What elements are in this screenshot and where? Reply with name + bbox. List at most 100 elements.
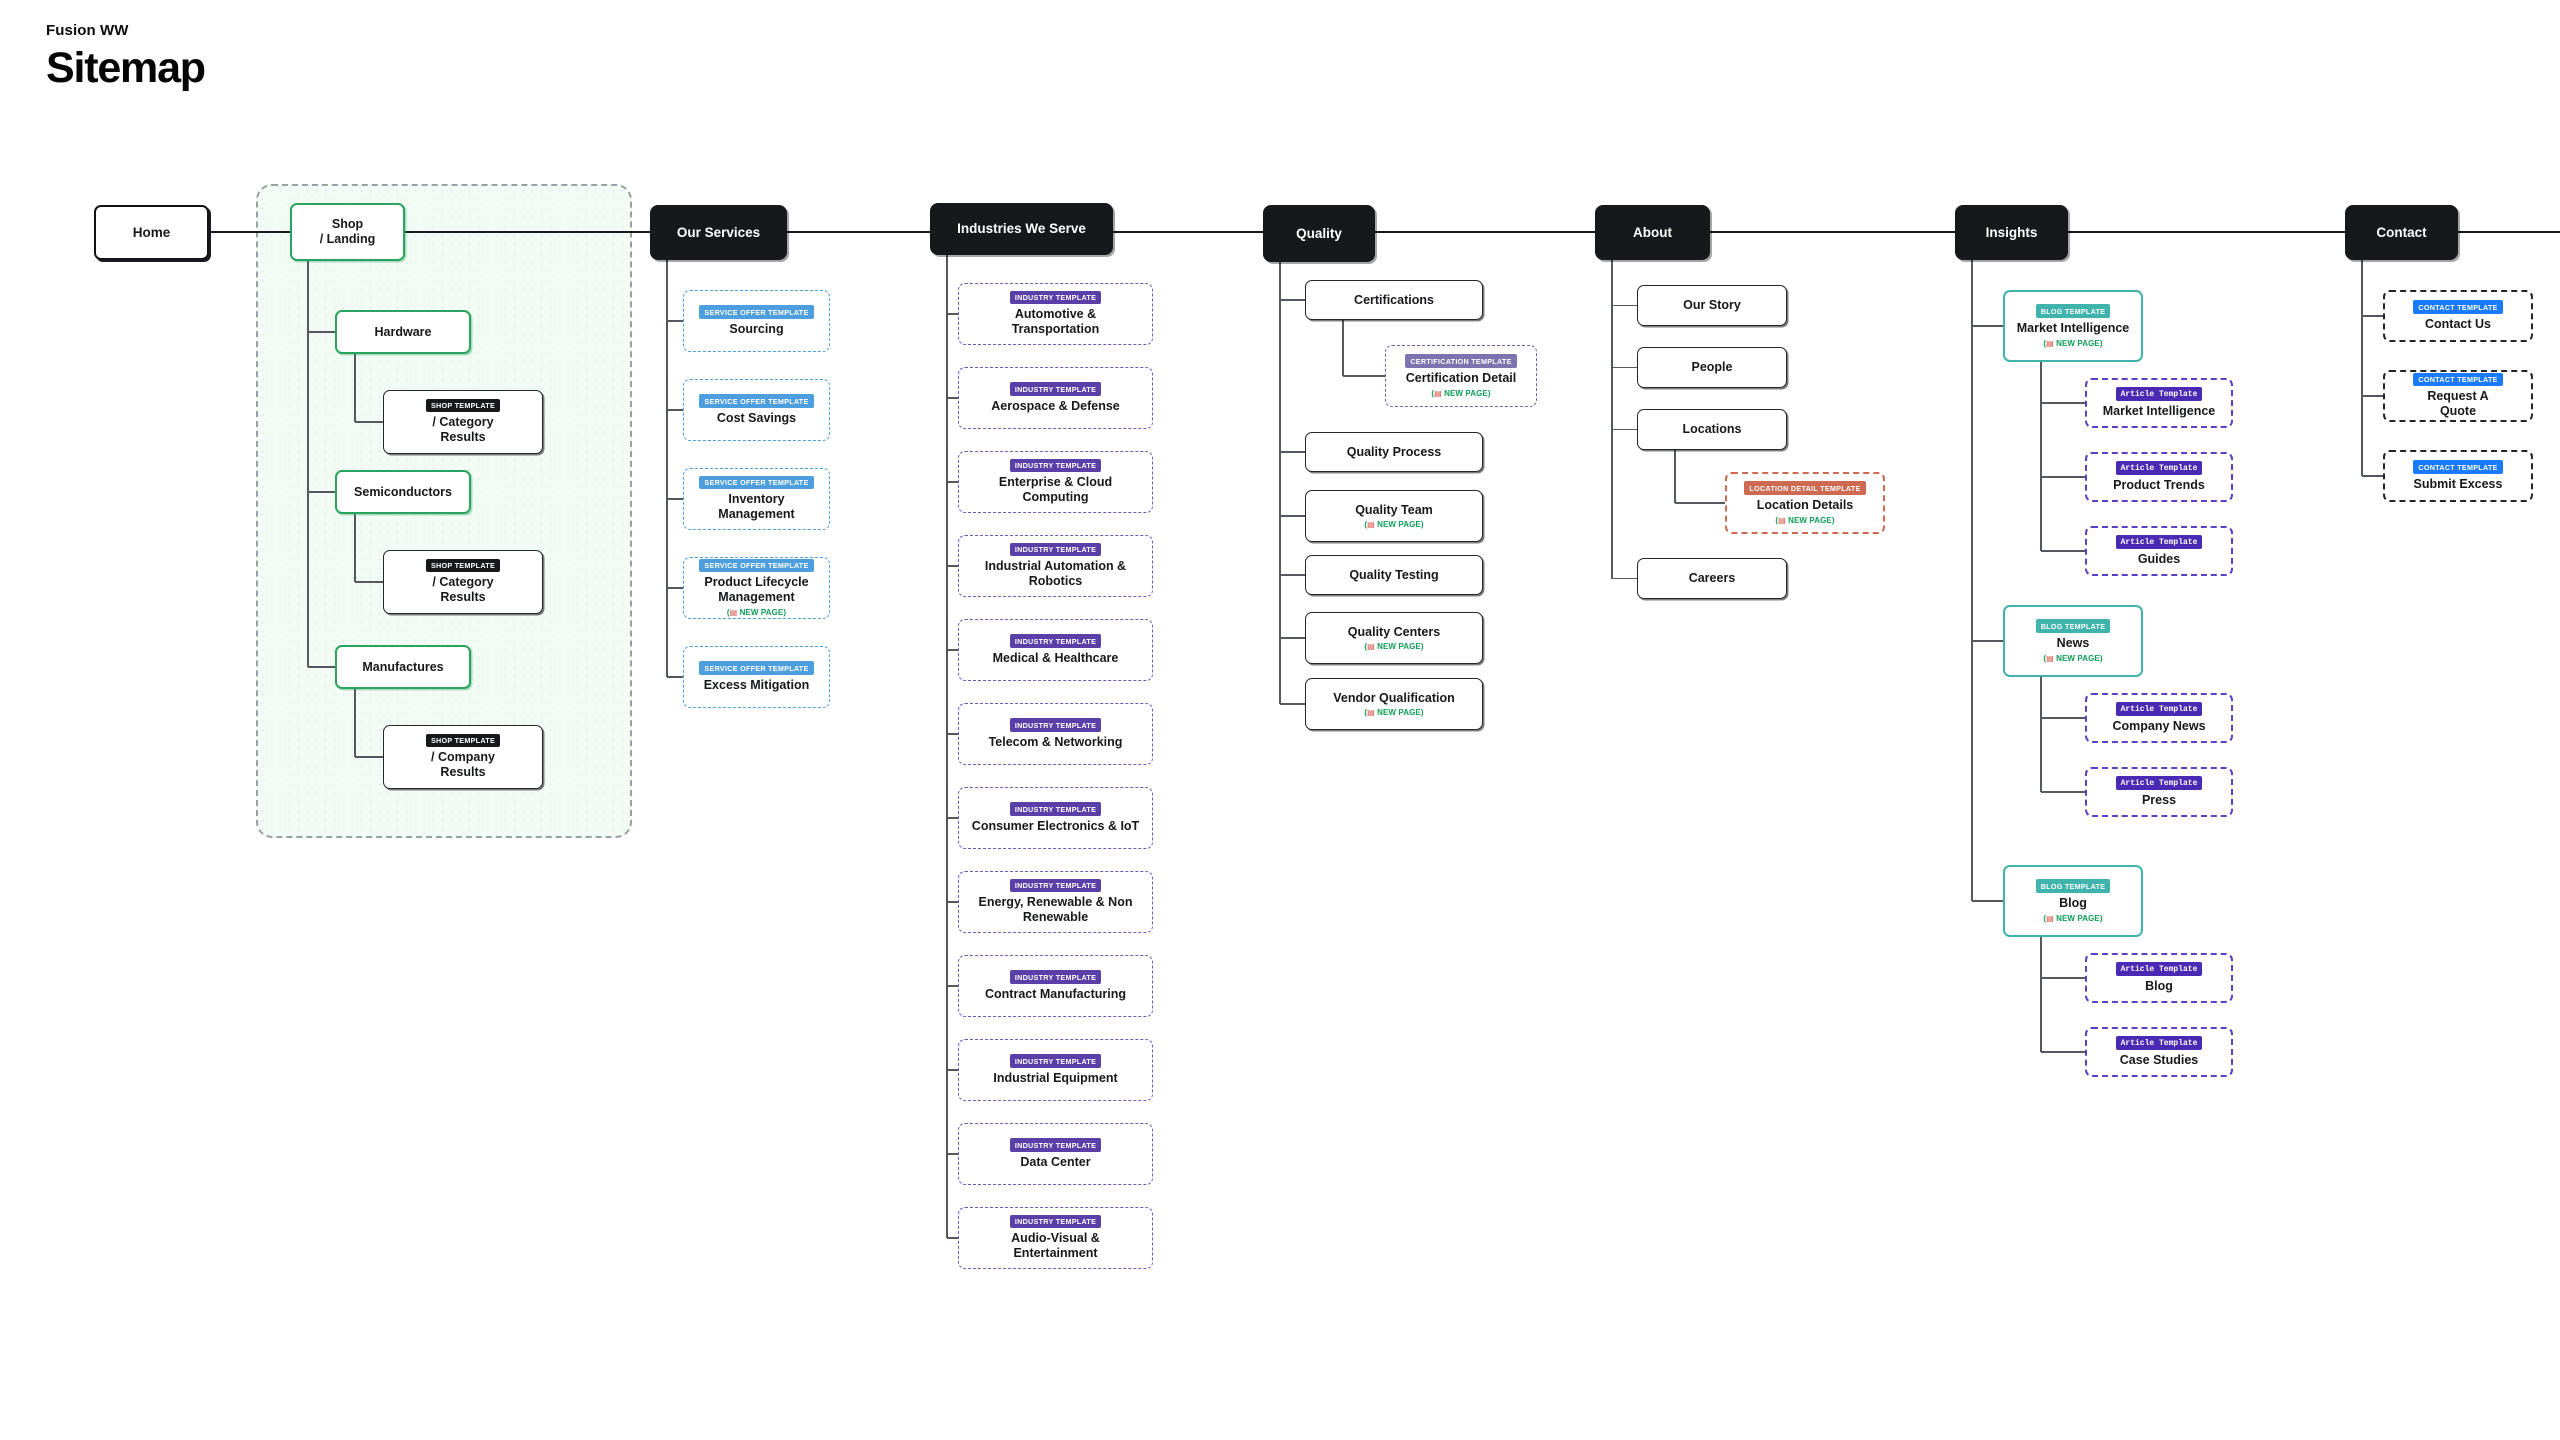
node-about-item[interactable]: People (1637, 347, 1787, 388)
node-label: Shop/ Landing (319, 217, 376, 246)
page-header: Fusion WW Sitemap (46, 22, 206, 92)
node-label: Vendor Qualification (1333, 690, 1455, 705)
node-label: News (2056, 635, 2090, 650)
node-label: Blog (2145, 979, 2173, 994)
sub-trunk (1674, 450, 1676, 503)
section-header-about[interactable]: About (1595, 205, 1710, 260)
shop-branch-line (308, 666, 335, 668)
node-about-item[interactable]: Careers (1637, 558, 1787, 599)
new-page-badge: (▤ NEW PAGE) (1364, 642, 1424, 652)
node-quality-item[interactable]: Certifications (1305, 280, 1483, 320)
template-badge: Article Template (2115, 461, 2203, 476)
section-trunk (1611, 260, 1613, 579)
node-shop-landing[interactable]: Shop/ Landing (290, 203, 405, 261)
section-branch (1972, 325, 2003, 327)
section-branch (2362, 315, 2383, 317)
template-badge: SHOP TEMPLATE (425, 399, 501, 413)
node-shop-semiconductors[interactable]: Semiconductors (335, 470, 471, 514)
new-page-icon: ▤ (2046, 338, 2054, 348)
template-badge: SHOP TEMPLATE (425, 734, 501, 748)
node-home[interactable]: Home (94, 205, 209, 260)
node-shop-hardware[interactable]: Hardware (335, 310, 471, 354)
page-title: Sitemap (46, 44, 206, 92)
section-branch (667, 320, 683, 322)
section-header-our-services[interactable]: Our Services (650, 205, 787, 260)
template-badge: Article Template (2115, 702, 2203, 717)
section-header-industries-we-serve[interactable]: Industries We Serve (930, 203, 1113, 255)
new-page-badge: (▤ NEW PAGE) (2043, 913, 2103, 923)
node-label: Contact (2376, 224, 2427, 240)
node-quality-item[interactable]: Vendor Qualification(▤ NEW PAGE) (1305, 678, 1483, 730)
node-shop-manufactures[interactable]: Manufactures (335, 645, 471, 689)
sub-branch (2041, 476, 2085, 478)
sub-branch (2041, 402, 2085, 404)
node-label: Quality (1296, 225, 1342, 241)
sub-branch (2041, 791, 2085, 793)
new-page-badge: (▤ NEW PAGE) (726, 607, 787, 617)
section-header-contact[interactable]: Contact (2345, 205, 2458, 260)
section-branch (947, 481, 958, 483)
node-label: Semiconductors (354, 484, 452, 499)
section-header-insights[interactable]: Insights (1955, 205, 2068, 260)
node-label: Company News (2112, 719, 2206, 734)
template-badge: SERVICE OFFER TEMPLATE (699, 559, 814, 573)
node-about-item[interactable]: Our Story (1637, 285, 1787, 326)
node-about-item[interactable]: Locations (1637, 409, 1787, 450)
node-quality-item[interactable]: Quality Testing (1305, 555, 1483, 595)
node-quality-item[interactable]: Quality Process (1305, 432, 1483, 472)
template-badge: INDUSTRY TEMPLATE (1009, 1054, 1102, 1068)
node-quality-item[interactable]: Quality Centers(▤ NEW PAGE) (1305, 612, 1483, 664)
section-branch (1280, 574, 1305, 576)
node-label: Certifications (1354, 292, 1434, 307)
template-badge: CERTIFICATION TEMPLATE (1405, 354, 1517, 368)
new-page-icon: ▤ (1367, 642, 1375, 652)
sub-branch (1343, 375, 1385, 377)
section-header-quality[interactable]: Quality (1263, 205, 1375, 262)
template-badge: Article Template (2115, 387, 2203, 402)
sub-branch (2041, 717, 2085, 719)
section-branch (947, 397, 958, 399)
node-label: About (1633, 224, 1672, 240)
node-quality-item[interactable]: Quality Team(▤ NEW PAGE) (1305, 490, 1483, 542)
new-page-badge: (▤ NEW PAGE) (1364, 520, 1424, 530)
sub-trunk (2040, 937, 2042, 1052)
new-page-icon: ▤ (2046, 653, 2054, 663)
